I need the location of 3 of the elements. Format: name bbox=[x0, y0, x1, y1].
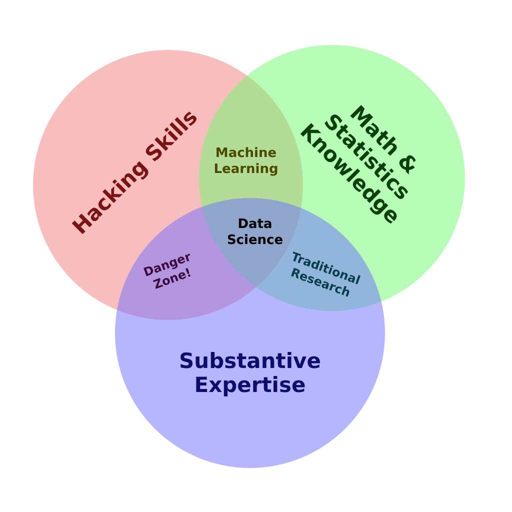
circle-label: Substantive Expertise bbox=[178, 348, 322, 398]
region-label: Data Science bbox=[226, 216, 284, 250]
region-label: Machine Learning bbox=[212, 146, 280, 178]
